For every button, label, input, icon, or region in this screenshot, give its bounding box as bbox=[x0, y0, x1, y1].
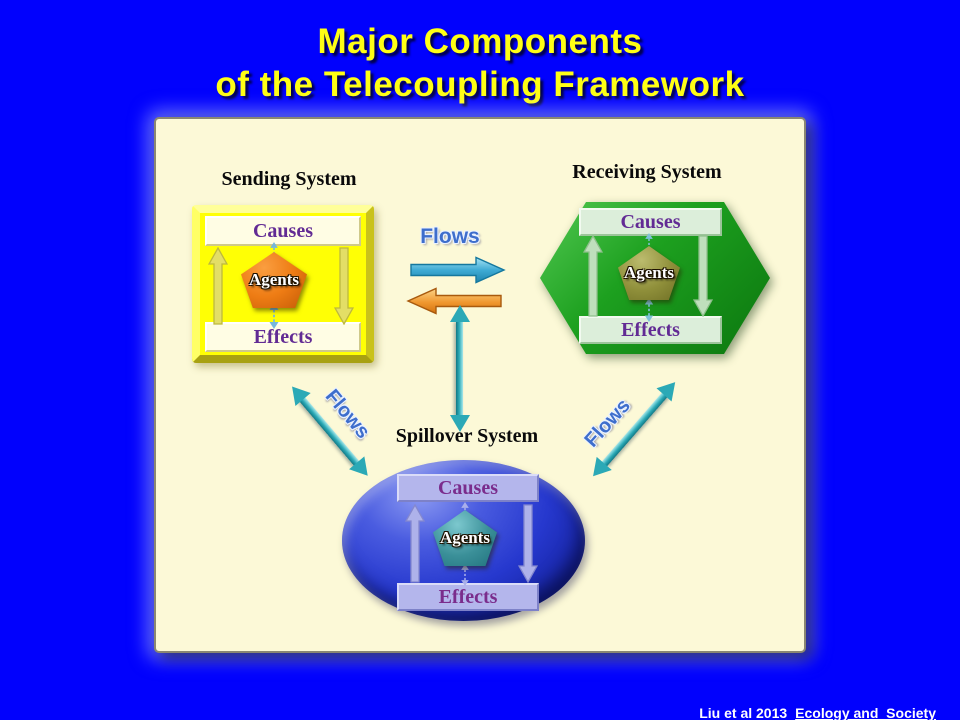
flow-left-arrow-icon bbox=[406, 287, 502, 315]
receiving-effects-bar: Effects bbox=[579, 316, 722, 344]
sending-system-label: Sending System bbox=[221, 168, 357, 190]
slide-title: Major Components of the Telecoupling Fra… bbox=[0, 20, 960, 106]
citation: Liu et al 2013 Ecology and Society bbox=[691, 689, 936, 720]
title-line-1: Major Components bbox=[317, 22, 643, 61]
sending-agents-label: Agents bbox=[248, 270, 300, 289]
spillover-agents-pentagon: Agents bbox=[433, 510, 497, 566]
receiving-system-label: Receiving System bbox=[572, 161, 722, 183]
spillover-causes-bar: Causes bbox=[397, 474, 539, 502]
sending-causes-bar: Causes bbox=[205, 216, 361, 246]
spillover-agents-label: Agents bbox=[439, 528, 491, 547]
flows-label-center: Flows bbox=[420, 225, 480, 248]
sending-system-box: Causes Effects Agents bbox=[192, 205, 374, 363]
spillover-up-arrow-icon bbox=[405, 504, 425, 583]
receiving-system-hexagon: Causes Effects Agents bbox=[540, 202, 770, 354]
receiving-down-arrow-icon bbox=[693, 235, 713, 317]
flows-label-right: Flows bbox=[580, 394, 635, 452]
sending-agents-pentagon: Agents bbox=[241, 252, 307, 308]
receiving-up-arrow-icon bbox=[583, 235, 603, 317]
flow-vertical-double-arrow-icon bbox=[456, 321, 463, 416]
sending-effects-bar: Effects bbox=[205, 322, 361, 352]
receiving-agents-label: Agents bbox=[623, 263, 675, 282]
sending-up-arrow-icon bbox=[208, 247, 228, 325]
flow-right-arrow-icon bbox=[410, 256, 506, 284]
title-line-2: of the Telecoupling Framework bbox=[215, 65, 745, 105]
journal-link[interactable]: Ecology and Society bbox=[795, 705, 936, 720]
spillover-agents-effects-link-icon bbox=[461, 564, 469, 586]
receiving-agents-pentagon: Agents bbox=[618, 246, 680, 300]
receiving-causes-bar: Causes bbox=[579, 208, 722, 236]
spillover-down-arrow-icon bbox=[518, 504, 538, 583]
diagram-panel: Sending System Causes Effects Agents Rec… bbox=[154, 117, 806, 653]
spillover-system-label: Spillover System bbox=[395, 425, 539, 447]
spillover-system-ellipse: Causes Effects Agents bbox=[342, 460, 585, 621]
citation-authors: Liu et al 2013 bbox=[699, 705, 788, 720]
spillover-effects-bar: Effects bbox=[397, 583, 539, 611]
sending-down-arrow-icon bbox=[334, 247, 354, 325]
receiving-agents-effects-link-icon bbox=[644, 298, 654, 322]
